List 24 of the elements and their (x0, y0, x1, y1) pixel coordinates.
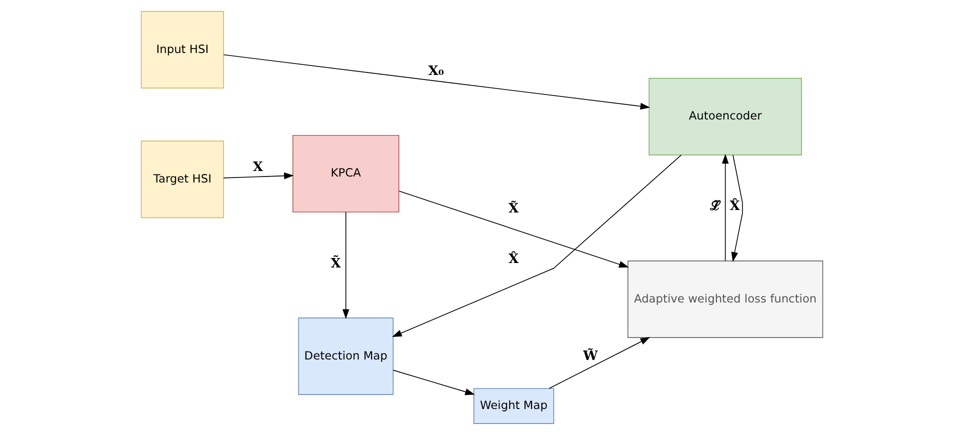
node-box: KPCA (292, 134, 400, 212)
edge-label: X̃ (330, 256, 341, 272)
edge-label: X₀ (428, 64, 444, 79)
arrow (722, 154, 729, 262)
node-box: Weight Map (473, 388, 554, 424)
arrow (398, 190, 629, 268)
arrow (223, 172, 294, 180)
arrow (392, 370, 475, 396)
arrow (548, 337, 650, 389)
node-box: Target HSI (140, 140, 224, 218)
edge-label: X̃ (508, 202, 519, 217)
arrow (392, 154, 682, 337)
edge-label: ℒ̃ (710, 199, 721, 214)
edge-label: W̃ (583, 349, 598, 364)
node-box: Input HSI (140, 11, 224, 88)
node-box: Autoencoder (648, 78, 802, 156)
node-box: Adaptive weighted loss function (628, 260, 824, 338)
node-box: Detection Map (298, 318, 394, 395)
arrow (342, 212, 350, 320)
edge-label: X (252, 160, 264, 176)
arrow (731, 154, 743, 262)
edge-label: X̂ (508, 252, 519, 268)
edge-label: X̂ (730, 199, 740, 214)
arrow (223, 54, 650, 110)
